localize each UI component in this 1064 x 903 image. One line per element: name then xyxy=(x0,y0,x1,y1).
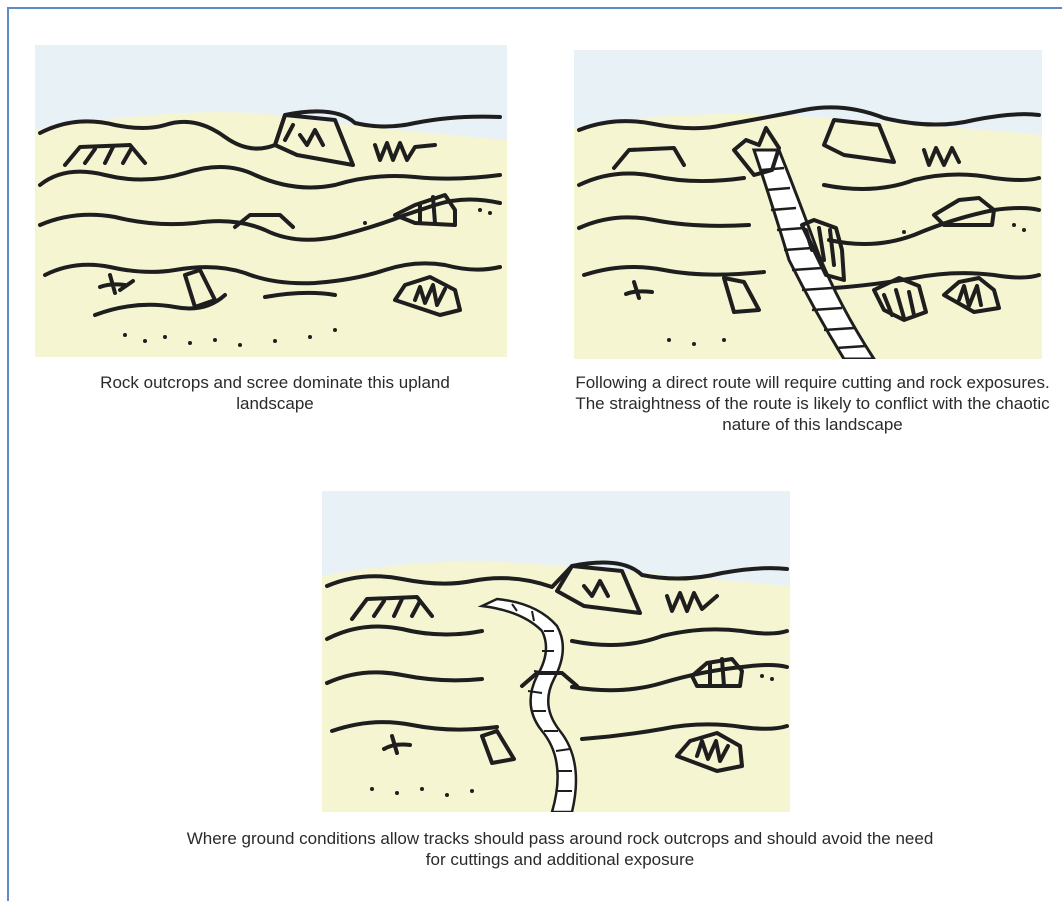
sketch-track-around-outcrops xyxy=(322,491,790,812)
caption-direct-route: Following a direct route will require cu… xyxy=(565,372,1060,435)
sketch-rock-outcrops xyxy=(35,45,507,357)
sketch-direct-route xyxy=(574,50,1042,359)
caption-rock-outcrops: Rock outcrops and scree dominate this up… xyxy=(60,372,490,414)
caption-track-around-outcrops: Where ground conditions allow tracks sho… xyxy=(180,828,940,870)
